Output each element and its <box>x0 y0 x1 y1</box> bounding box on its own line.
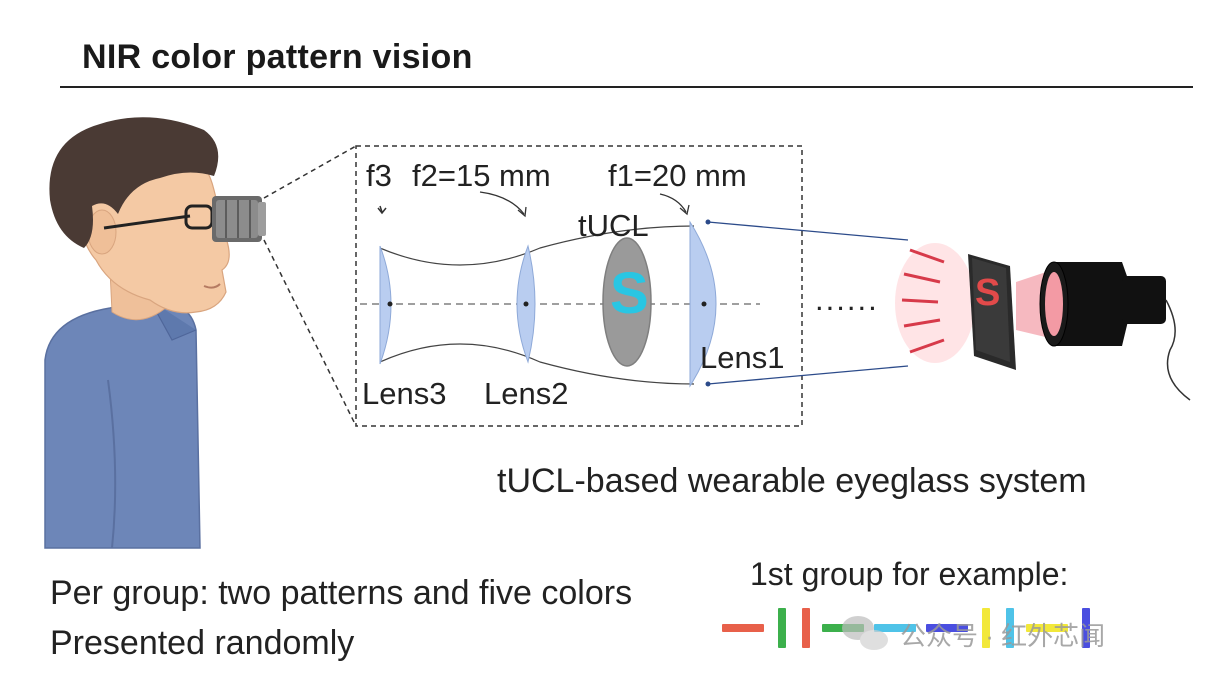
note-line-2: Presented randomly <box>50 624 355 662</box>
lens1-label: Lens1 <box>700 340 785 375</box>
lens-inset-box <box>355 145 803 427</box>
f2-label: f2=15 mm <box>412 158 551 193</box>
system-caption: tUCL-based wearable eyeglass system <box>497 462 1087 500</box>
tucl-disc <box>602 237 652 367</box>
example-pattern-vertical-2 <box>802 608 810 648</box>
example-pattern-vertical-9 <box>1082 608 1090 648</box>
eyeglass-device-icon <box>212 196 266 242</box>
f3-label: f3 <box>366 158 392 193</box>
example-pattern-horizontal-8 <box>1026 624 1068 632</box>
pattern-plate <box>968 254 1016 370</box>
example-pattern-horizontal-5 <box>926 624 968 632</box>
lens3-label: Lens3 <box>362 376 447 411</box>
example-pattern-horizontal-4 <box>874 624 916 632</box>
wechat-logo-icon <box>842 616 888 650</box>
lens3-shape <box>379 245 392 365</box>
title-divider <box>60 86 1193 88</box>
example-label: 1st group for example: <box>750 556 1069 592</box>
page-title: NIR color pattern vision <box>82 38 473 76</box>
person-figure <box>44 117 266 549</box>
note-line-1: Per group: two patterns and five colors <box>50 574 633 612</box>
nir-emission-glow <box>895 243 975 363</box>
example-pattern-vertical-7 <box>1006 608 1014 648</box>
example-pattern-vertical-1 <box>778 608 786 648</box>
ellipsis-dots: ...... <box>815 282 879 317</box>
pattern-letter-cyan: S <box>610 261 649 326</box>
lens2-label: Lens2 <box>484 376 569 411</box>
example-pattern-horizontal-0 <box>722 624 764 632</box>
f1-label: f1=20 mm <box>608 158 747 193</box>
tucl-label: tUCL <box>578 208 649 243</box>
watermark-text: 公众号 · 红外芯闻 <box>900 621 1106 651</box>
example-pattern-vertical-6 <box>982 608 990 648</box>
projector-icon <box>1039 261 1191 401</box>
pattern-letter-red: S <box>975 272 1001 314</box>
person-hair <box>49 117 219 249</box>
example-patterns <box>722 608 1090 648</box>
